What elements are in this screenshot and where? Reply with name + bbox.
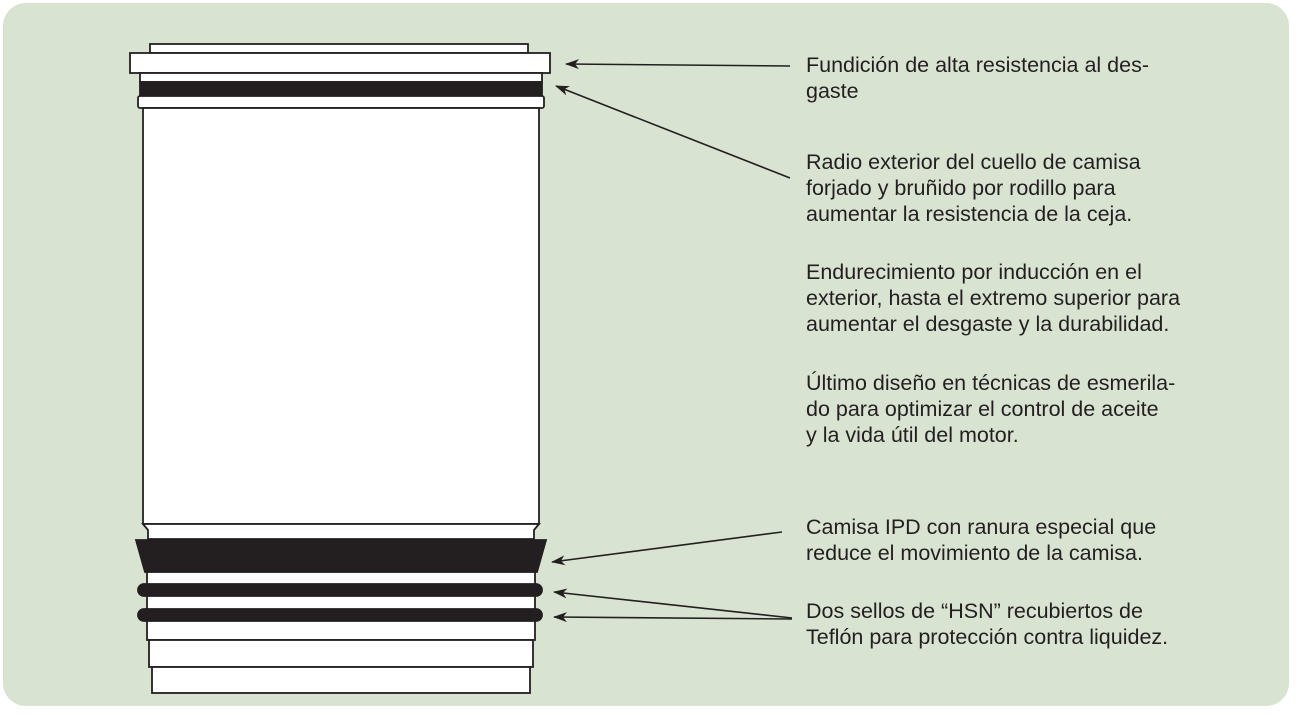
callout-honing-design: Último diseño en técnicas de esmerila- d… — [806, 371, 1176, 447]
arrow-flange — [565, 59, 791, 70]
liner-ipd-groove — [134, 539, 548, 573]
cylinder-liner — [129, 43, 551, 694]
liner-seal-section — [146, 571, 536, 641]
arrow-collar-radius — [555, 85, 791, 179]
liner-bottom-base — [151, 666, 531, 694]
arrow-ipd-groove — [551, 531, 783, 566]
liner-top-lip — [149, 43, 529, 54]
callout-collar-radius: Radio exterior del cuello de camisa forj… — [806, 150, 1141, 226]
liner-upper-ring — [137, 95, 545, 109]
callout-flange-cast-iron: Fundición de alta resistencia al des- ga… — [806, 53, 1149, 103]
liner-flange — [129, 52, 551, 74]
callout-arrows — [551, 59, 793, 623]
arrow-seal-lower — [553, 612, 793, 623]
hsn-seal-lower — [137, 608, 543, 622]
liner-body — [142, 107, 540, 525]
liner-lower-taper — [141, 523, 541, 540]
callout-ipd-groove: Camisa IPD con ranura especial que reduc… — [806, 515, 1157, 565]
liner-bottom-step — [148, 639, 534, 668]
hsn-seal-upper — [137, 583, 543, 597]
arrow-seal-upper — [553, 588, 793, 619]
liner-neck — [139, 72, 543, 83]
callout-hsn-seals: Dos sellos de “HSN” recubiertos de Tefló… — [806, 599, 1169, 649]
callout-induction-hardening: Endurecimiento por inducción en el exter… — [806, 260, 1181, 336]
liner-upper-band — [139, 81, 543, 97]
